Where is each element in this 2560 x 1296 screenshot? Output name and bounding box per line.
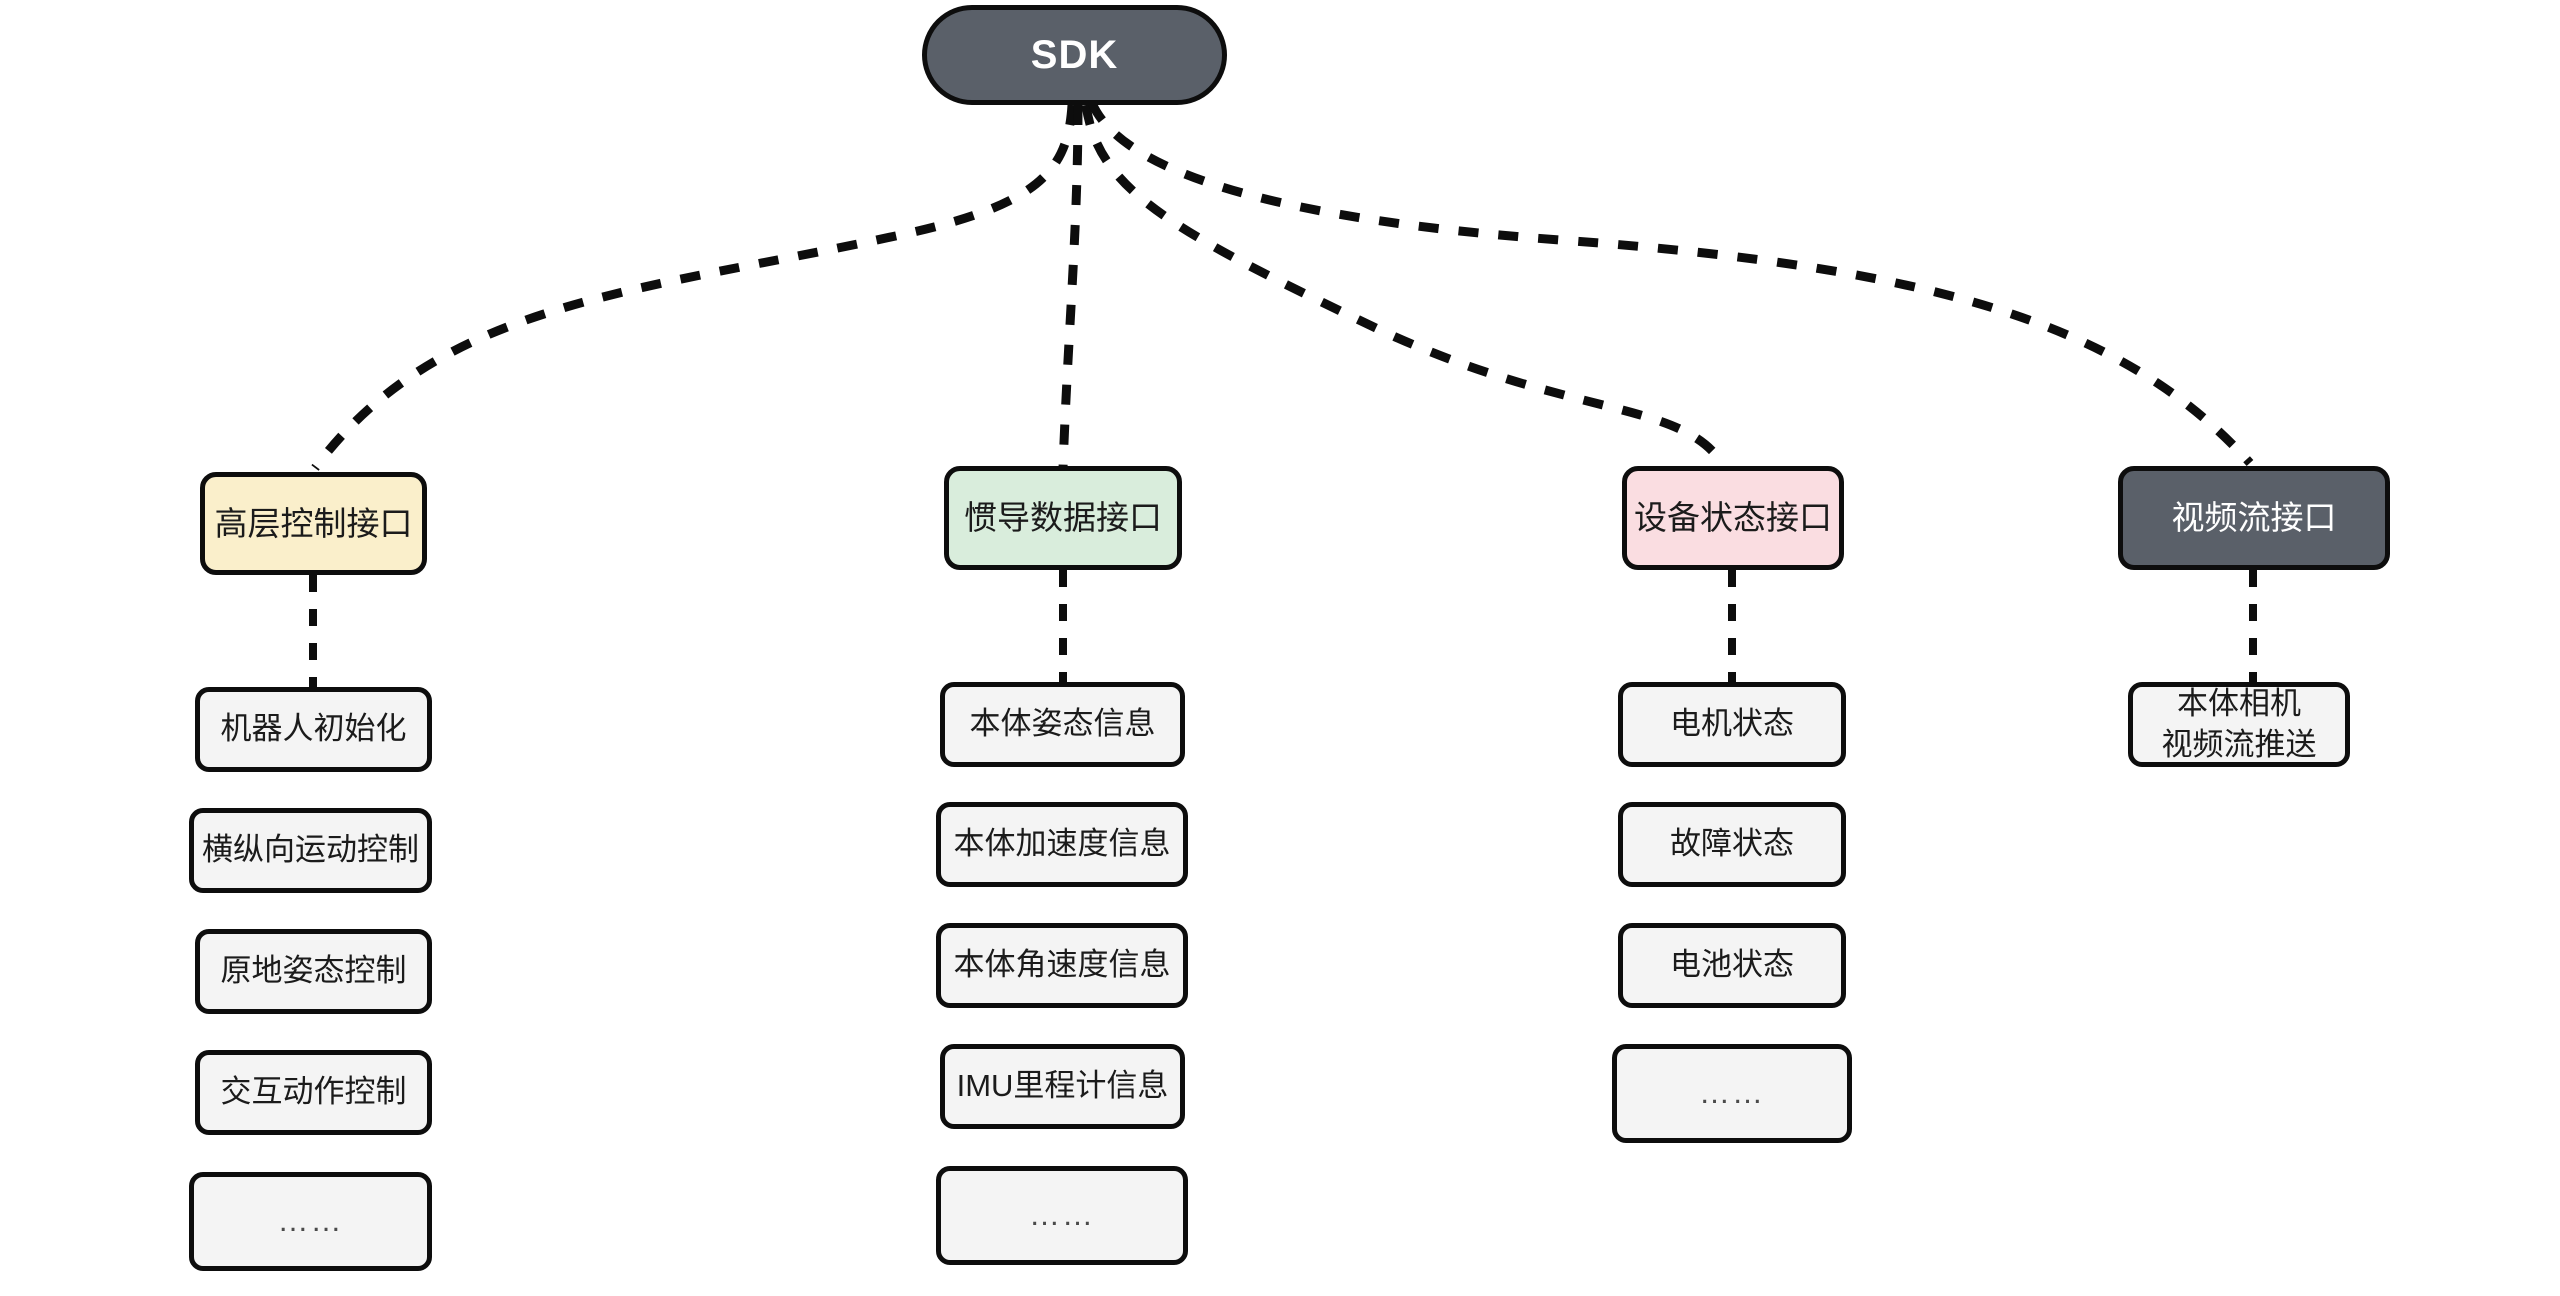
node-body-camera-video-push-label: 本体相机 视频流推送: [2161, 685, 2317, 762]
node-battery-status-label: 电池状态: [1670, 947, 1794, 983]
node-imu-odometry-info[interactable]: IMU里程计信息: [940, 1044, 1185, 1129]
node-video-stream[interactable]: 视频流接口: [2118, 466, 2390, 570]
node-high-level-control-label: 高层控制接口: [214, 504, 413, 542]
node-motor-status-label: 电机状态: [1670, 706, 1794, 742]
node-body-acceleration-info[interactable]: 本体加速度信息: [936, 802, 1188, 887]
node-robot-initialization[interactable]: 机器人初始化: [195, 687, 432, 772]
node-interactive-action-control-label: 交互动作控制: [220, 1074, 407, 1110]
node-battery-status[interactable]: 电池状态: [1618, 923, 1846, 1008]
node-lateral-longitudinal-motion-control[interactable]: 横纵向运动控制: [189, 808, 432, 893]
node-lateral-longitudinal-motion-control-label: 横纵向运动控制: [202, 832, 419, 868]
node-high-level-control[interactable]: 高层控制接口: [200, 472, 427, 575]
node-inertial-navigation-data[interactable]: 惯导数据接口: [944, 466, 1182, 570]
node-fault-status[interactable]: 故障状态: [1618, 802, 1846, 887]
node-in-place-posture-control-label: 原地姿态控制: [220, 953, 407, 989]
node-in-place-posture-control[interactable]: 原地姿态控制: [195, 929, 432, 1014]
node-body-angular-velocity-info[interactable]: 本体角速度信息: [936, 923, 1188, 1008]
node-device-status[interactable]: 设备状态接口: [1622, 466, 1844, 570]
node-body-camera-video-push[interactable]: 本体相机 视频流推送: [2128, 682, 2350, 767]
node-body-angular-velocity-info-label: 本体角速度信息: [953, 947, 1171, 983]
node-interactive-action-control[interactable]: 交互动作控制: [195, 1050, 432, 1135]
node-high-level-control-more-label: ……: [277, 1203, 344, 1239]
node-motor-status[interactable]: 电机状态: [1618, 682, 1846, 767]
node-video-stream-label: 视频流接口: [2171, 499, 2337, 537]
edge-sdk-to-video-stream: [1087, 101, 2254, 467]
node-high-level-control-more[interactable]: ……: [189, 1172, 432, 1271]
node-inertial-navigation-data-more[interactable]: ……: [936, 1166, 1188, 1265]
node-robot-initialization-label: 机器人初始化: [220, 711, 407, 747]
edge-sdk-to-high-level-control: [311, 104, 1077, 471]
node-sdk[interactable]: SDK: [922, 5, 1227, 105]
edge-sdk-to-inertial-navigation-data: [1058, 104, 1083, 469]
node-sdk-label: SDK: [1030, 32, 1119, 77]
node-inertial-navigation-data-more-label: ……: [1029, 1197, 1095, 1233]
node-device-status-more[interactable]: ……: [1612, 1044, 1852, 1143]
node-body-posture-info-label: 本体姿态信息: [969, 706, 1156, 742]
node-body-posture-info[interactable]: 本体姿态信息: [940, 682, 1185, 767]
node-device-status-more-label: ……: [1699, 1075, 1765, 1111]
node-inertial-navigation-data-label: 惯导数据接口: [964, 499, 1162, 537]
node-fault-status-label: 故障状态: [1670, 826, 1794, 862]
edge-sdk-to-device-status: [1081, 104, 1726, 466]
node-device-status-label: 设备状态接口: [1634, 499, 1832, 537]
node-body-acceleration-info-label: 本体加速度信息: [953, 826, 1171, 862]
node-imu-odometry-info-label: IMU里程计信息: [956, 1068, 1169, 1104]
